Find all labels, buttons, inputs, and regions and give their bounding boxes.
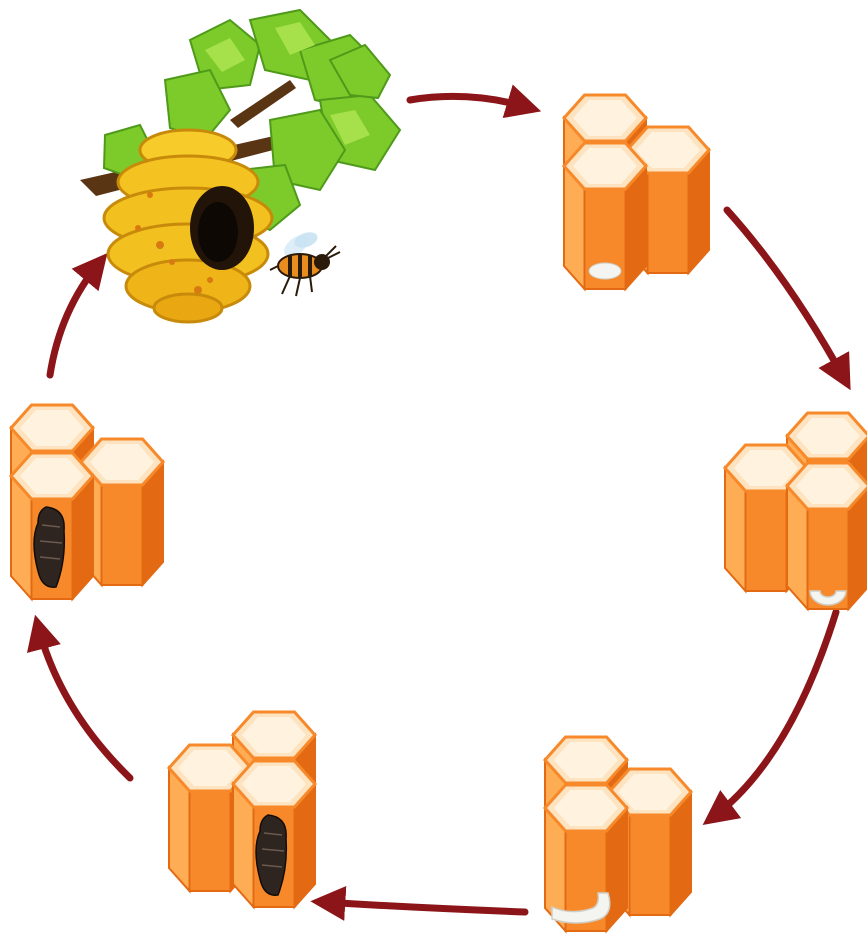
honeycomb-stages [8, 93, 867, 934]
beehive-with-bee-icon [80, 8, 402, 324]
late-pupa-contents [33, 506, 66, 588]
arrow-late-pupa-to-hive [46, 253, 108, 379]
honeycomb-egg-icon [561, 93, 712, 292]
arrow-young-larva-to-larva [702, 608, 840, 825]
arrow-egg-to-young-larva [723, 206, 851, 391]
cycle-arrows [26, 84, 851, 921]
arrow-pupa-to-late-pupa [26, 614, 134, 782]
larva-contents [551, 892, 611, 924]
bee-icon [269, 232, 341, 297]
honeycomb-larva-icon [542, 735, 694, 934]
pupa-contents [255, 814, 288, 896]
honeycomb-pupa-icon [166, 710, 318, 910]
arrow-hive-to-egg [406, 84, 542, 119]
arrow-larva-to-pupa [310, 885, 529, 921]
honeycomb-curled-larva-icon [722, 411, 867, 612]
honeycomb-dark-pupa-icon [8, 403, 166, 602]
young-larva-contents [809, 590, 847, 606]
egg-contents [588, 262, 622, 280]
